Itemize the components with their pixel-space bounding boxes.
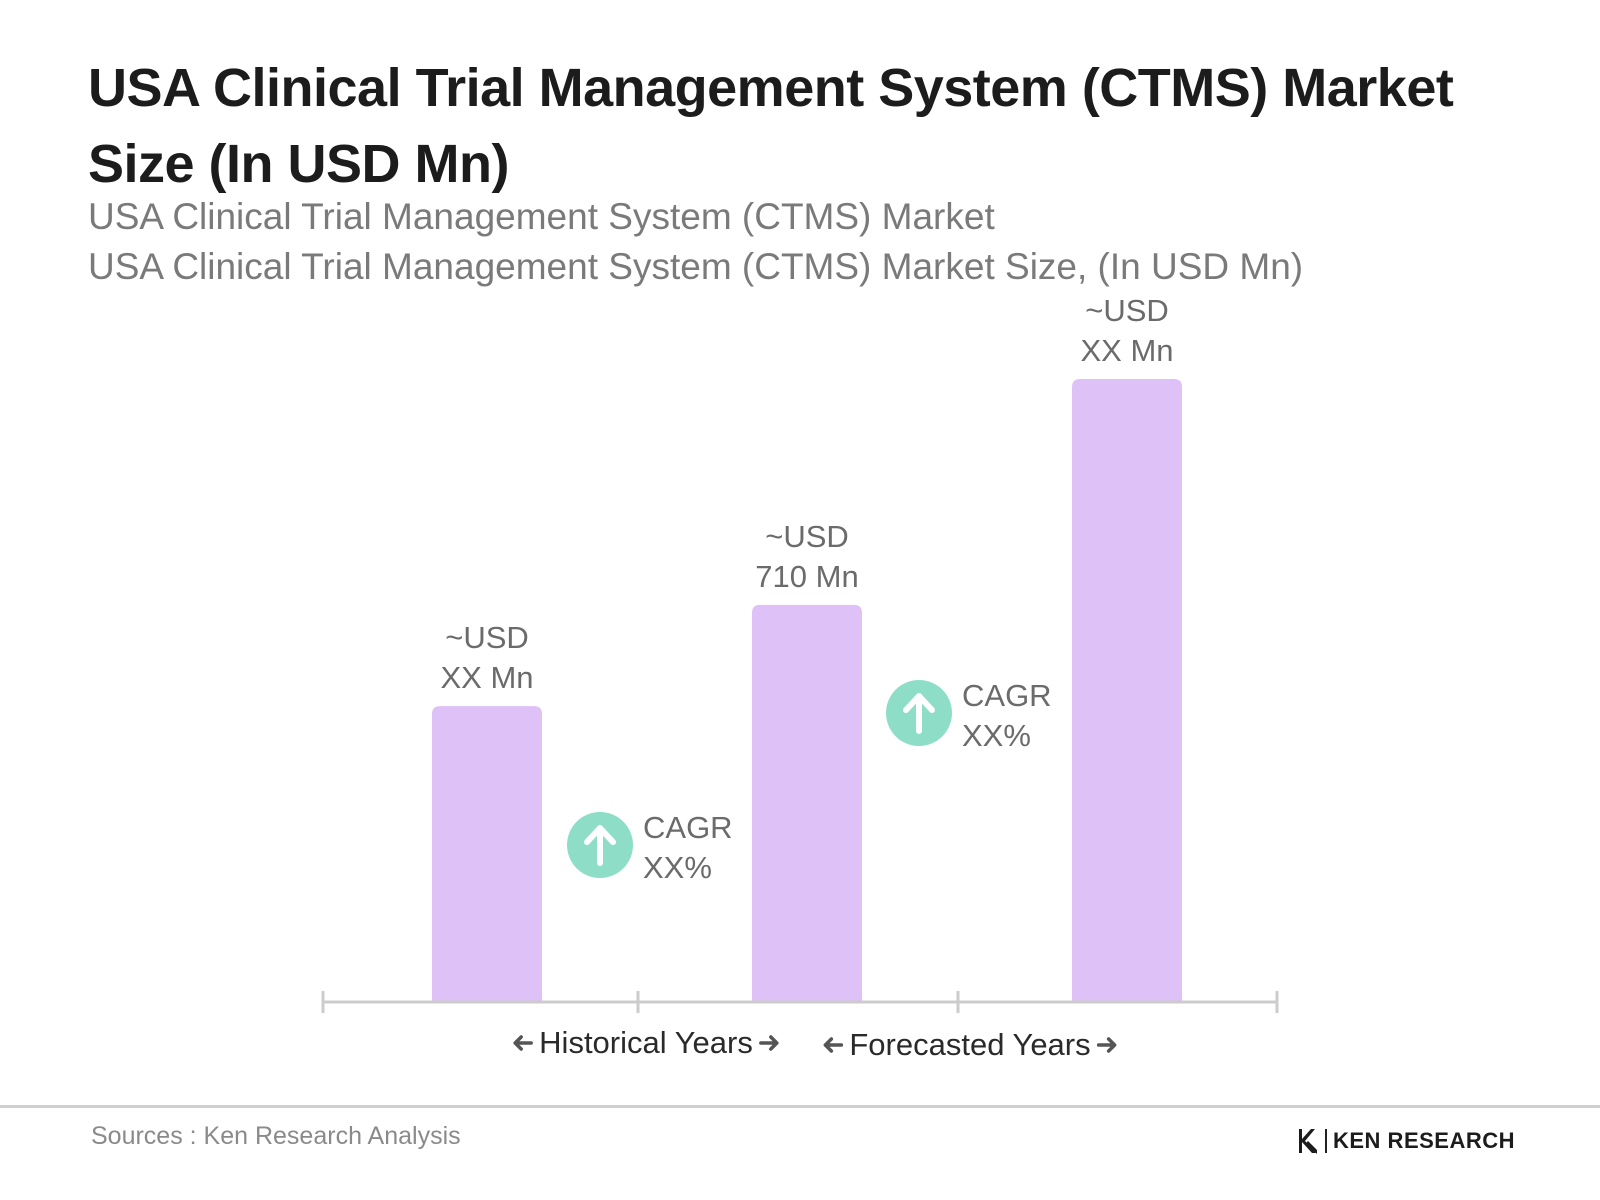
chart-subtitle-2: USA Clinical Trial Management System (CT… bbox=[88, 246, 1304, 287]
chart-title: USA Clinical Trial Management System (CT… bbox=[88, 58, 1454, 194]
bar-label-2-line2: 710 Mn bbox=[755, 559, 858, 594]
bar-3 bbox=[1072, 379, 1182, 1002]
brand-logo: KEN RESEARCH bbox=[1297, 1124, 1515, 1158]
period-label-historical-years: Historical Years bbox=[539, 1025, 753, 1060]
cagr-1-value: XX% bbox=[643, 850, 712, 885]
arrow-up-icon bbox=[903, 693, 935, 734]
arrow-right-icon bbox=[1096, 1037, 1117, 1053]
brand-name: KEN RESEARCH bbox=[1333, 1128, 1516, 1153]
cagr-1-label: CAGR bbox=[643, 810, 733, 845]
ken-research-logo-icon bbox=[1297, 1126, 1319, 1156]
bar-2 bbox=[752, 604, 862, 1002]
bar-label-1-line1: ~USD bbox=[445, 620, 529, 655]
arrow-left-icon bbox=[823, 1037, 844, 1053]
footer-divider bbox=[0, 1105, 1600, 1108]
bar-chart: ~USD XX Mn ~USD 710 Mn ~USD XX Mn CAGR XX% CAGR X… bbox=[321, 293, 1279, 1062]
cagr-2-value: XX% bbox=[962, 718, 1031, 753]
period-label-forecasted-years: Forecasted Years bbox=[849, 1027, 1090, 1062]
bar-label-2-line1: ~USD bbox=[765, 519, 849, 554]
chart-subtitle-1: USA Clinical Trial Management System (CT… bbox=[88, 196, 995, 237]
arrow-up-icon bbox=[584, 825, 616, 866]
cagr-2-label: CAGR bbox=[962, 678, 1052, 713]
brand-separator bbox=[1325, 1129, 1327, 1153]
bar-label-3-line1: ~USD bbox=[1085, 293, 1169, 328]
arrow-right-icon bbox=[759, 1035, 779, 1051]
bar-label-3-line2: XX Mn bbox=[1080, 333, 1173, 368]
source-note: Sources : Ken Research Analysis bbox=[91, 1122, 461, 1150]
bar-1 bbox=[432, 706, 542, 1002]
arrow-left-icon bbox=[513, 1035, 533, 1051]
bar-label-1-line2: XX Mn bbox=[440, 660, 533, 695]
